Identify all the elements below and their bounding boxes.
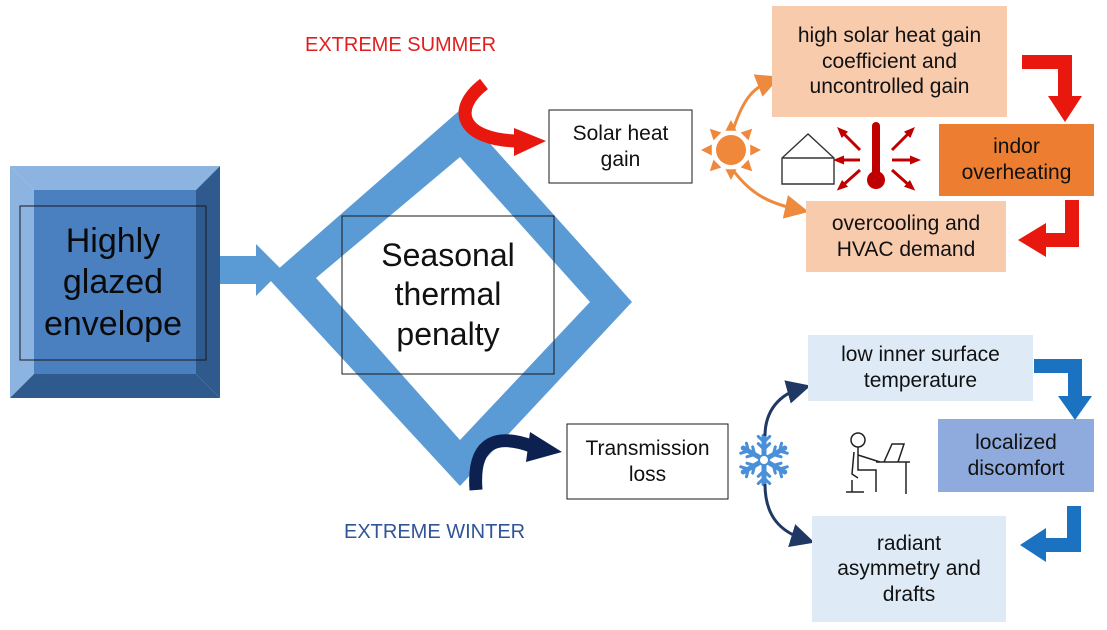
sun-icon	[701, 120, 761, 180]
summer-curved-arrow	[458, 78, 546, 156]
summer-upper-label: high solar heat gain coefficient and unc…	[797, 24, 982, 99]
winter-branch-arrow-down	[763, 483, 815, 548]
winter-upper-label: low inner surface temperature	[841, 343, 1000, 392]
summer-side-arrow-1	[1022, 55, 1082, 122]
solar-heat-gain-box	[548, 109, 693, 184]
winter-middle-label: localized discomfort	[967, 430, 1065, 480]
source-face	[34, 190, 196, 374]
transmission-loss-box	[566, 423, 729, 500]
winter-title: EXTREME WINTER	[344, 521, 526, 543]
transmission-loss-label: Transmission loss	[585, 436, 710, 486]
source-bevel-right	[196, 166, 220, 398]
source-label: Highly glazed envelope	[43, 221, 182, 343]
summer-lower-label: overcooling and HVAC demand	[831, 211, 981, 261]
winter-side-arrow-1	[1034, 359, 1092, 420]
summer-branch-arrow-down	[731, 169, 809, 219]
source-bevel-top	[10, 166, 220, 190]
winter-branch-arrow-up	[763, 380, 811, 437]
winter-lower-box	[812, 516, 1006, 622]
winter-side-arrow-2	[1020, 506, 1081, 562]
center-label: Seasonal thermal penalty	[381, 237, 515, 352]
center-diamond	[268, 110, 632, 486]
summer-side-arrow-2	[1018, 200, 1079, 257]
summer-middle-box	[939, 124, 1094, 196]
winter-lower-label: radiant asymmetry and drafts	[837, 531, 981, 606]
person-at-computer-icon	[846, 432, 910, 494]
summer-lower-box	[806, 201, 1006, 272]
solar-heat-gain-label: Solar heat gain	[572, 121, 669, 171]
summer-title: EXTREME SUMMER	[305, 34, 497, 56]
source-block	[10, 166, 220, 398]
house-icon	[781, 133, 835, 185]
summer-upper-box	[772, 6, 1007, 117]
source-to-center-arrow	[220, 244, 282, 296]
thermometer-icon	[833, 122, 921, 191]
source-bevel-bottom	[10, 374, 220, 398]
snowflake-icon	[739, 433, 789, 487]
source-inner-frame	[19, 205, 207, 361]
summer-branch-arrow-up	[731, 74, 781, 131]
winter-upper-box	[808, 335, 1033, 401]
diamond-frame	[268, 110, 632, 486]
winter-middle-box	[938, 419, 1094, 492]
source-bevel-left	[10, 166, 34, 398]
center-label-frame	[341, 215, 555, 375]
winter-curved-arrow	[469, 432, 562, 491]
summer-middle-label: indor overheating	[961, 135, 1072, 184]
